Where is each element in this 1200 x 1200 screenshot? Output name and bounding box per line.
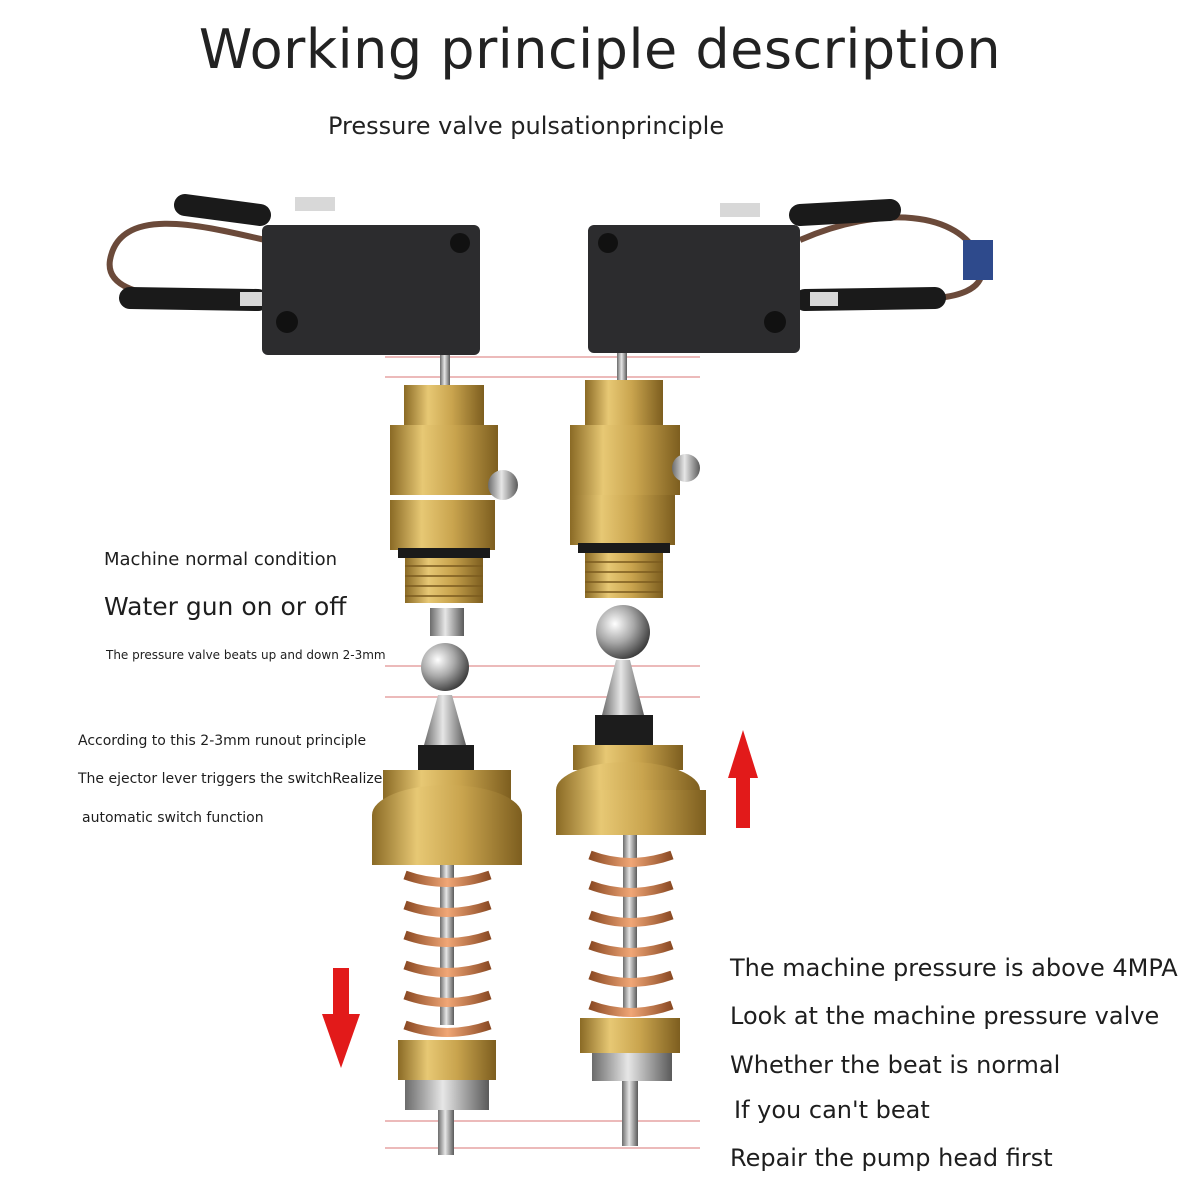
label-water-gun: Water gun on or off: [104, 592, 347, 621]
label-principle-1: According to this 2-3mm runout principle: [78, 733, 367, 749]
label-right-5: Repair the pump head first: [730, 1144, 1053, 1172]
label-beat-range: The pressure valve beats up and down 2-3…: [106, 648, 386, 662]
label-principle-3: automatic switch function: [82, 810, 264, 826]
right-valve-assembly: [556, 199, 993, 1146]
label-principle-2: The ejector lever triggers the switchRea…: [78, 771, 383, 787]
arrow-down: [322, 968, 360, 1068]
label-right-2: Look at the machine pressure valve: [730, 1002, 1160, 1030]
page-subtitle: Pressure valve pulsationprinciple: [328, 112, 725, 140]
label-right-1: The machine pressure is above 4MPA: [730, 954, 1178, 982]
label-machine-normal-condition: Machine normal condition: [104, 549, 338, 570]
left-valve-assembly: [106, 194, 522, 1155]
arrow-up: [728, 730, 758, 828]
label-right-4: If you can't beat: [734, 1096, 930, 1124]
label-right-3: Whether the beat is normal: [730, 1051, 1061, 1079]
page-title: Working principle description: [198, 18, 1002, 81]
